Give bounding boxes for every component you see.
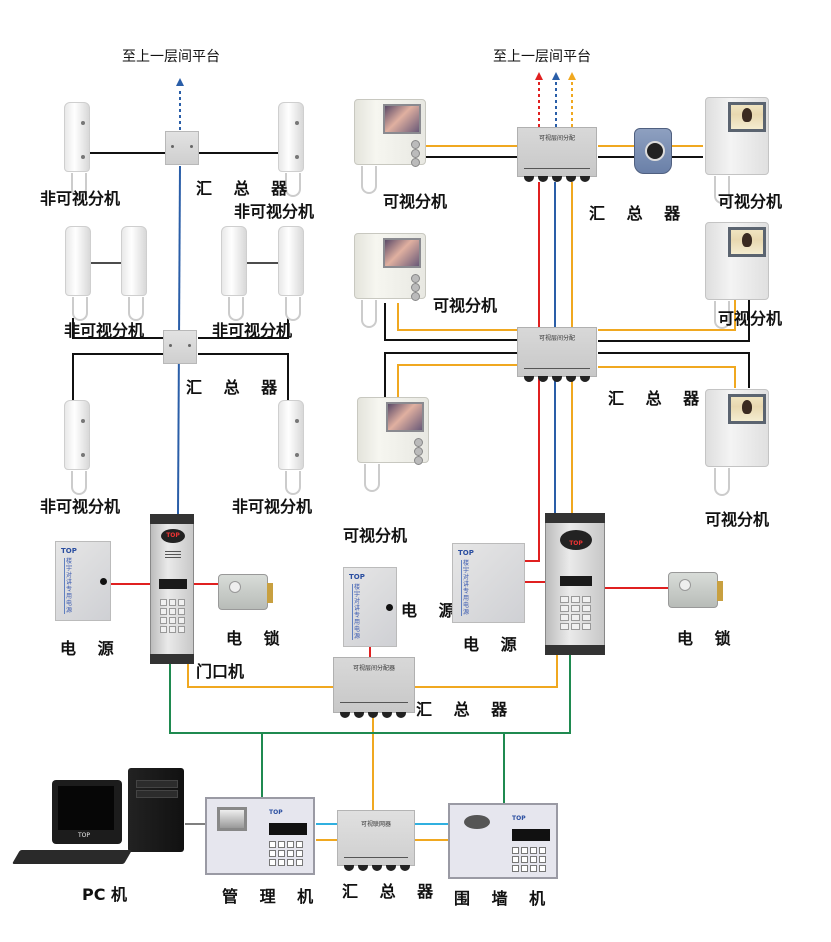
label-nonvideo-2: 非可视分机 [234,202,315,221]
wire-v3-black [384,303,517,341]
arrow-up-blue-left [176,78,184,86]
label-hub-right-top: 汇 总 器 [589,204,689,223]
label-video-5: 可视分机 [343,526,408,545]
video-phone-4 [705,222,769,329]
door-station-right: TOP [545,513,605,655]
wire-hub2-left-down [72,353,163,400]
psu-vertical-label: 楼宇对讲专用电源 [461,560,470,616]
label-power-left: 电 源 [60,639,122,658]
label-door-station: 门口机 [196,662,245,681]
label-video-4: 可视分机 [718,309,783,328]
pc-brand-label: TOP [78,832,91,839]
hub-bottom: 可视联网器 [337,810,415,871]
video-phone-5 [357,397,429,492]
wire-v4-orange [598,298,736,331]
label-nonvideo-3: 非可视分机 [64,321,145,340]
video-phone-1 [354,99,426,194]
label-pc: PC 机 [82,885,128,904]
label-hub-left-mid: 汇 总 器 [186,378,286,397]
psu-brand-label: TOP [61,547,77,555]
nonvideo-handset-5 [64,400,90,495]
label-nonvideo-4: 非可视分机 [212,321,293,340]
power-supply-right: TOP 楼宇对讲专用电源 [452,543,525,623]
psu-vertical-label: 楼宇对讲专用电源 [64,558,73,614]
label-power-center: 电 源 [401,601,463,620]
door-logo: TOP [161,529,185,543]
electric-lock-right [668,572,723,608]
arrow-up-orange [568,72,576,80]
management-unit: TOP [205,797,315,875]
wire-v6-black [598,352,750,388]
wire-psu-right-riser [525,540,540,562]
nonvideo-handset-4a [221,226,247,321]
label-wall-unit: 围 墙 机 [454,889,554,908]
nonvideo-handset-3a [65,226,91,321]
label-to-upper-floor-left: 至上一层间平台 [122,49,220,65]
wire-v3-orange [397,303,517,331]
unit-outdoor-camera [634,128,672,174]
wire-hub2-left-up [72,318,163,339]
video-phone-3 [354,233,426,328]
wire-hub2-right-down [198,353,289,400]
label-power-right: 电 源 [463,635,525,654]
wire-door-right-orange [414,655,558,688]
arrow-up-red [535,72,543,80]
label-video-2: 可视分机 [718,192,783,211]
label-nonvideo-1: 非可视分机 [40,189,121,208]
label-lock-left: 电 锁 [226,629,288,648]
label-hub-right-mid: 汇 总 器 [608,389,708,408]
nonvideo-handset-2 [278,102,304,197]
wall-brand-label: TOP [512,815,526,822]
door-station-left: TOP [150,514,194,664]
pc-tower [128,768,184,852]
label-hub-bottom: 汇 总 器 [342,882,442,901]
label-video-3: 可视分机 [433,296,498,315]
label-nonvideo-6: 非可视分机 [232,497,313,516]
nonvideo-handset-3b [121,226,147,321]
wire-hub2-right-up [198,318,289,339]
label-management: 管 理 机 [222,887,322,906]
electric-lock-left [218,574,273,610]
video-phone-6 [705,389,769,496]
hub-right-top: 可视层间分配 [517,127,597,182]
wire-door-left-orange [187,655,333,688]
mgr-brand-label: TOP [269,809,283,816]
psu-vertical-label: 楼宇对讲专用电源 [352,584,361,640]
wire-v4-black [598,298,750,342]
hub-center: 可视层间分配器 [333,657,415,718]
video-phone-2 [705,97,769,204]
psu-brand-label: TOP [458,549,474,557]
hub-right-mid: 可视层间分配 [517,327,597,382]
label-hub-left-top: 汇 总 器 [196,179,296,198]
wire-v5-black [384,352,517,398]
label-video-1: 可视分机 [383,192,448,211]
pc-keyboard [11,850,133,864]
pc-monitor: TOP [52,780,122,844]
label-to-upper-floor-right: 至上一层间平台 [493,49,591,65]
nonvideo-handset-1 [64,102,90,197]
wire-v5-orange [397,364,517,398]
label-hub-center: 汇 总 器 [416,700,516,719]
hub-left-top [165,131,199,165]
wire-v6-orange [598,366,736,388]
door-logo: TOP [560,530,592,550]
label-nonvideo-5: 非可视分机 [40,497,121,516]
label-video-6: 可视分机 [705,510,770,529]
nonvideo-handset-6 [278,400,304,495]
nonvideo-handset-4b [278,226,304,321]
network-green-bus [169,655,571,734]
arrow-up-blue [552,72,560,80]
label-lock-right: 电 锁 [677,629,739,648]
hub-left-mid [163,330,197,364]
wall-unit: TOP [448,803,558,879]
power-supply-center: TOP 楼宇对讲专用电源 [343,567,397,647]
power-supply-left: TOP 楼宇对讲专用电源 [55,541,111,621]
psu-brand-label: TOP [349,573,365,581]
